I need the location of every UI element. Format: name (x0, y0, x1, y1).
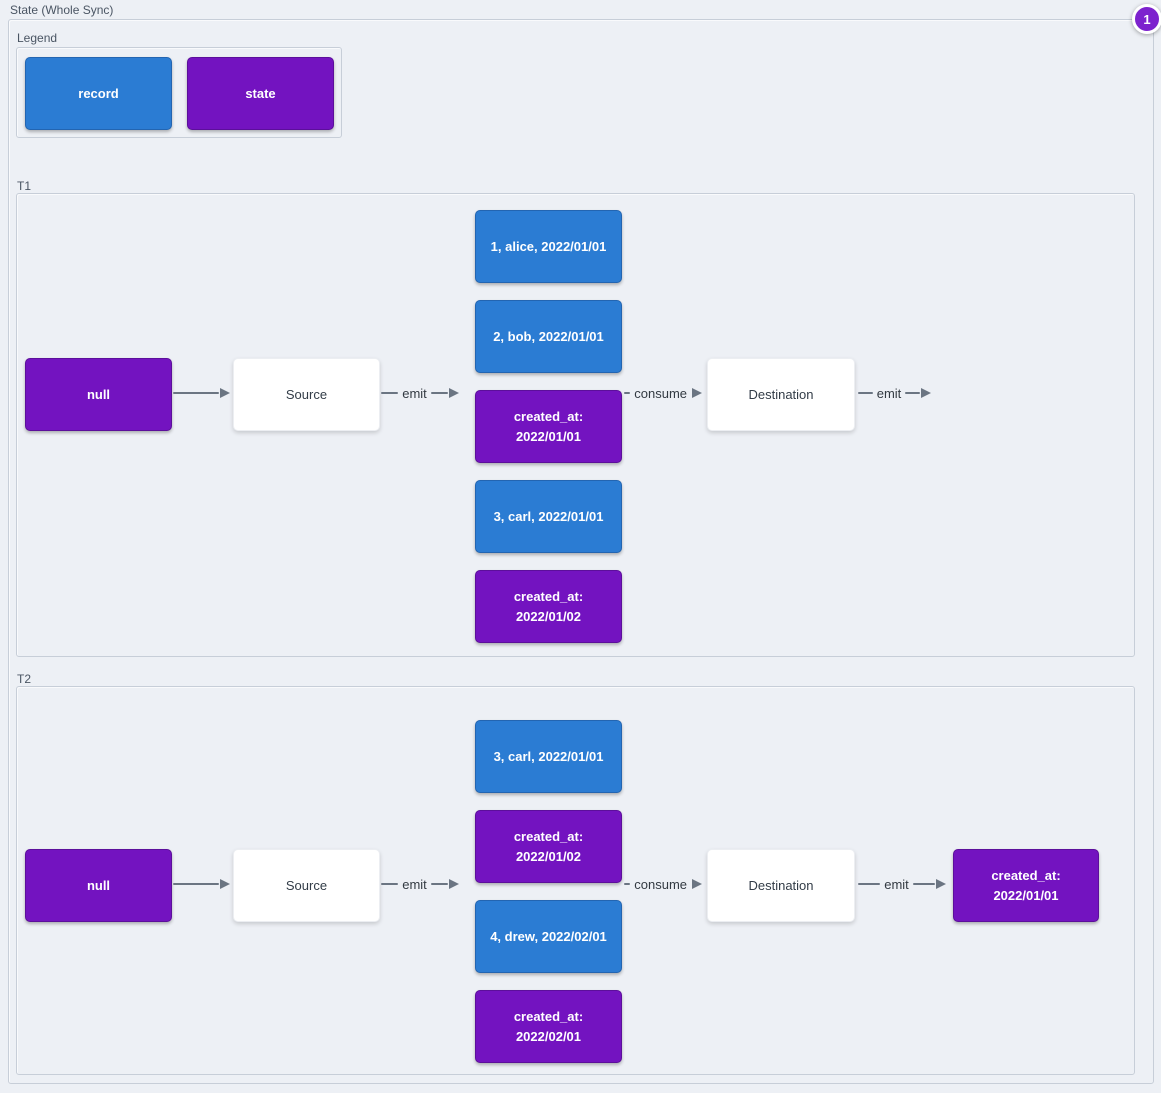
arrowhead-icon (449, 388, 459, 398)
arrowhead-icon (692, 879, 702, 889)
t2-queue-record-node: 3, carl, 2022/01/01 (475, 720, 622, 793)
queue-state-line1: created_at: (513, 1008, 584, 1024)
queue-state-line1: created_at: (513, 588, 584, 604)
diagram-title: State (Whole Sync) (10, 3, 114, 17)
t2-destination-node: Destination (707, 849, 855, 922)
queue-record-label: 1, alice, 2022/01/01 (490, 238, 607, 254)
legend-state-node: state (187, 57, 334, 130)
arrow-line (430, 391, 448, 395)
t1-emit-in-label: emit (402, 385, 427, 401)
t2-emit-out-arrow: emit (858, 872, 946, 896)
queue-state-line1: created_at: (513, 828, 584, 844)
t1-queue-record-node: 1, alice, 2022/01/01 (475, 210, 622, 283)
t1-null-node: null (25, 358, 172, 431)
t1-queue-state-node: created_at: 2022/01/02 (475, 570, 622, 643)
arrow-line (624, 391, 631, 395)
arrowhead-icon (692, 388, 702, 398)
arrow-line (381, 391, 399, 395)
t2-emit-in-arrow: emit (381, 872, 459, 896)
t1-destination-label: Destination (748, 386, 814, 402)
lane-t1-label: T1 (17, 179, 32, 193)
t1-arrow-null-to-source (173, 381, 230, 405)
annotation-badge[interactable]: 1 (1132, 4, 1161, 34)
legend-frame (16, 47, 342, 138)
t1-emit-out-arrow: emit (858, 381, 931, 405)
arrowhead-icon (220, 879, 230, 889)
t1-null-label: null (86, 386, 111, 402)
t2-source-label: Source (285, 877, 328, 893)
t2-queue-record-node: 4, drew, 2022/02/01 (475, 900, 622, 973)
t2-result-state-node: created_at: 2022/01/01 (953, 849, 1099, 922)
arrow-line (430, 882, 448, 886)
t1-consume-label: consume (634, 385, 687, 401)
arrowhead-icon (921, 388, 931, 398)
queue-record-label: 3, carl, 2022/01/01 (493, 508, 604, 524)
queue-state-line2: 2022/02/01 (515, 1028, 582, 1044)
t2-queue-state-node: created_at: 2022/02/01 (475, 990, 622, 1063)
t1-source-label: Source (285, 386, 328, 402)
result-state-line1: created_at: (991, 867, 1061, 883)
arrow-line (624, 882, 631, 886)
t2-consume-label: consume (634, 876, 687, 892)
lane-t2-label: T2 (17, 672, 32, 686)
t1-destination-node: Destination (707, 358, 855, 431)
queue-record-label: 2, bob, 2022/01/01 (493, 328, 604, 344)
t1-emit-out-label: emit (876, 385, 902, 401)
t1-emit-in-arrow: emit (381, 381, 459, 405)
t1-queue-state-node: created_at: 2022/01/01 (475, 390, 622, 463)
lane-t2-frame (16, 686, 1135, 1075)
queue-record-label: 3, carl, 2022/01/01 (493, 748, 604, 764)
arrow-line (858, 391, 873, 395)
legend-label: Legend (17, 31, 58, 45)
t2-null-label: null (86, 877, 111, 893)
arrow-line (858, 882, 881, 886)
t2-emit-in-label: emit (402, 876, 427, 892)
t2-arrow-null-to-source (173, 872, 230, 896)
arrowhead-icon (936, 879, 946, 889)
t2-consume-arrow: consume (624, 872, 702, 896)
t2-queue-state-node: created_at: 2022/01/02 (475, 810, 622, 883)
t1-consume-arrow: consume (624, 381, 702, 405)
t1-queue-record-node: 2, bob, 2022/01/01 (475, 300, 622, 373)
result-state-line2: 2022/01/01 (993, 887, 1059, 903)
outer-frame (8, 19, 1154, 1084)
t2-destination-label: Destination (748, 877, 814, 893)
queue-state-line1: created_at: (513, 408, 584, 424)
legend-state-label: state (245, 85, 276, 101)
arrow-line (381, 882, 399, 886)
queue-state-line2: 2022/01/02 (515, 848, 582, 864)
t1-queue-record-node: 3, carl, 2022/01/01 (475, 480, 622, 553)
t2-emit-out-label: emit (884, 876, 909, 892)
t2-source-node: Source (233, 849, 380, 922)
lane-t1-frame (16, 193, 1135, 657)
arrowhead-icon (220, 388, 230, 398)
arrow-line (912, 882, 935, 886)
arrow-line (173, 391, 219, 395)
legend-record-node: record (25, 57, 172, 130)
queue-state-line2: 2022/01/02 (515, 608, 582, 624)
t1-source-node: Source (233, 358, 380, 431)
arrowhead-icon (449, 879, 459, 889)
arrow-line (905, 391, 920, 395)
t2-null-node: null (25, 849, 172, 922)
arrow-line (173, 882, 219, 886)
queue-record-label: 4, drew, 2022/02/01 (490, 928, 607, 944)
legend-record-label: record (78, 85, 119, 101)
queue-state-line2: 2022/01/01 (515, 428, 582, 444)
